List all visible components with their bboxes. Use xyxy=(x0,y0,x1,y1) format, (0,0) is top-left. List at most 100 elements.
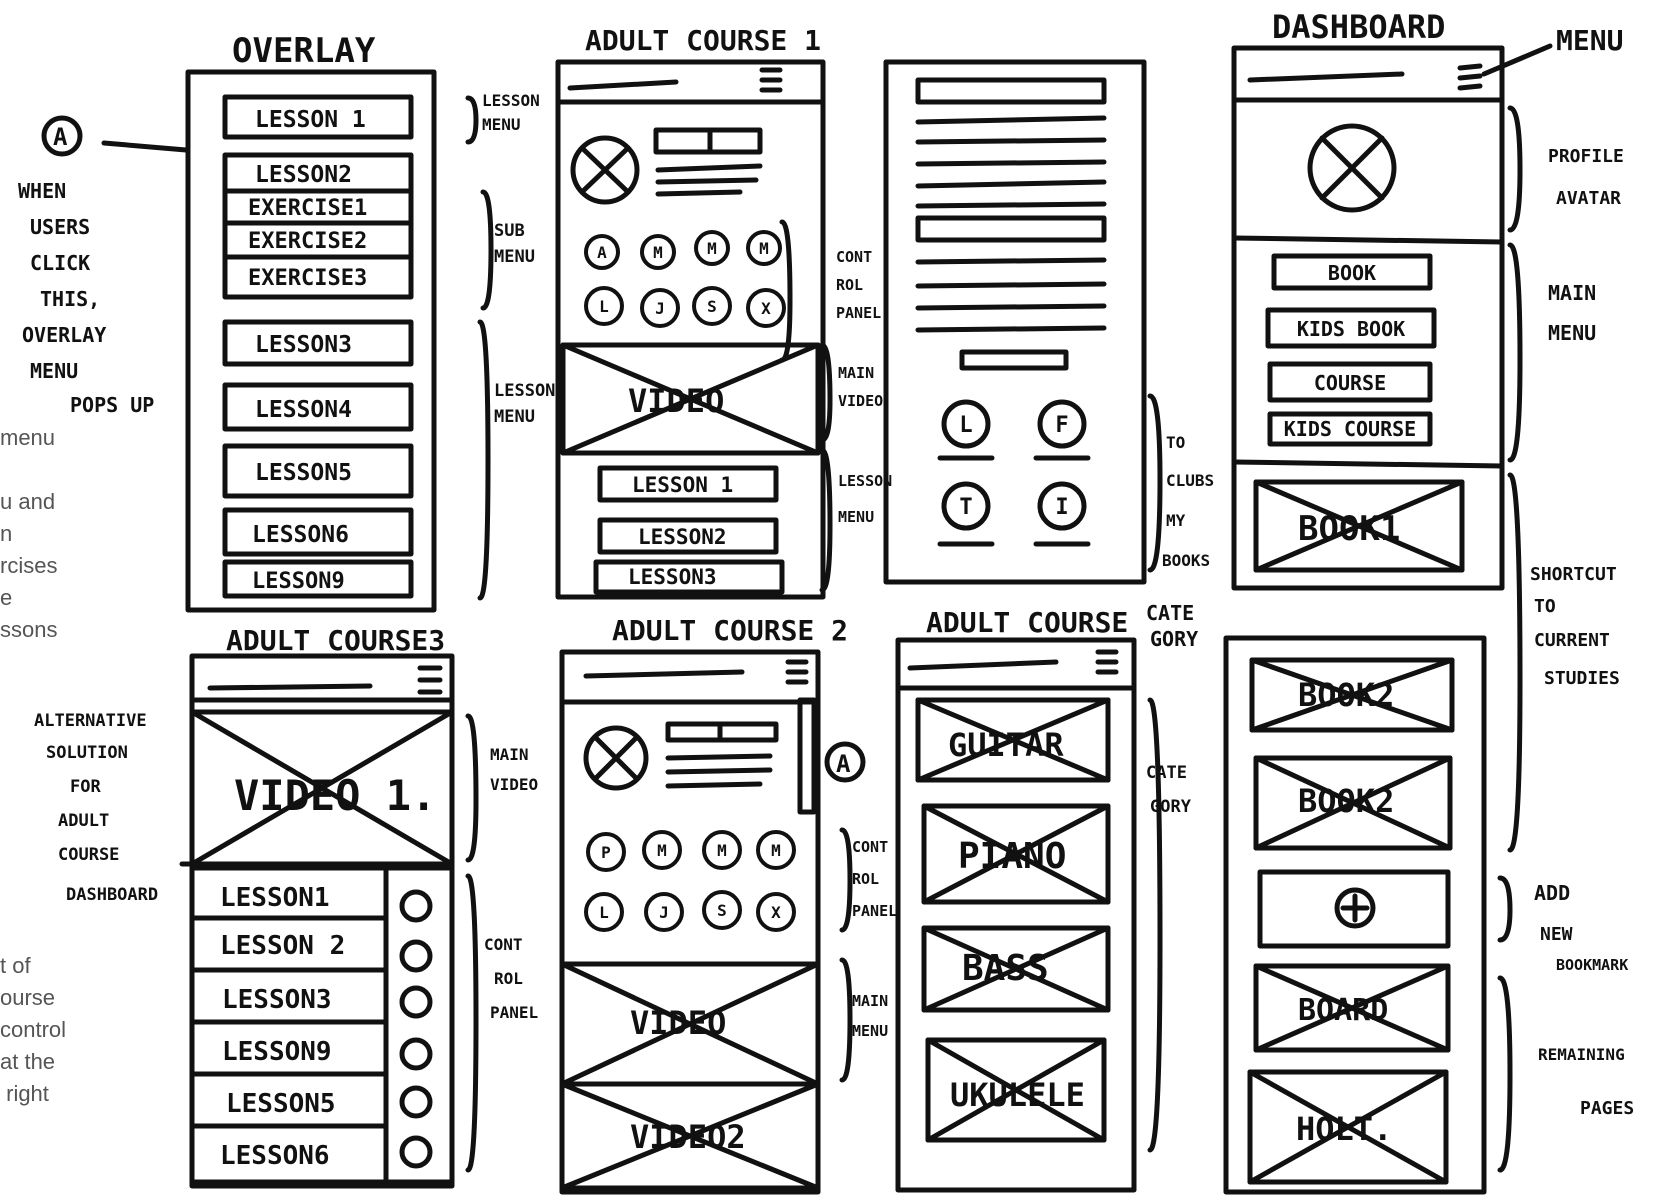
course2-control: S xyxy=(717,901,727,920)
course1-video-label: VIDEO xyxy=(628,382,724,420)
annot-dashboard-shortcut: CURRENT xyxy=(1534,630,1610,651)
overlay-marker-label: A xyxy=(53,123,68,151)
course3-lesson: LESSON6 xyxy=(220,1141,330,1171)
annot-course1-video: VIDEO xyxy=(838,392,883,410)
course1-lesson: LESSON3 xyxy=(628,565,717,589)
annot-dashboard-main-menu: MENU xyxy=(1548,321,1596,345)
dashboard-menu-item: KIDS BOOK xyxy=(1297,317,1405,341)
title-adult-course-3: ADULT COURSE3 xyxy=(226,624,445,657)
annot-dashboard2-add: ADD xyxy=(1534,881,1570,905)
annot-dashboard2-add: BOOKMARK xyxy=(1556,956,1628,974)
annot-dashboard-shortcut: STUDIES xyxy=(1544,668,1620,689)
course2-video-label: VIDEO xyxy=(630,1004,726,1042)
overlay-note-line: OVERLAY xyxy=(22,323,106,347)
course1-control: S xyxy=(707,297,717,316)
overlay-item: LESSON6 xyxy=(252,522,349,548)
course2-control: J xyxy=(659,903,669,922)
annot-lesson-menu: MENU xyxy=(482,115,521,134)
annot-profile-links: CLUBS xyxy=(1166,471,1214,490)
course3-lesson: LESSON3 xyxy=(222,985,332,1015)
course2-video-label: VIDEO2 xyxy=(630,1118,746,1156)
annot-dashboard2-add: NEW xyxy=(1540,924,1573,945)
annot-course2-control: PANEL xyxy=(852,902,897,920)
annot-dashboard2-remaining: REMAINING xyxy=(1538,1045,1625,1064)
annot-category: GORY xyxy=(1150,797,1192,817)
annot-course1-control: PANEL xyxy=(836,304,881,322)
annot-dashboard2-remaining: PAGES xyxy=(1580,1098,1634,1119)
annot-course1-control: CONT xyxy=(836,248,872,266)
overlay-item: LESSON2 xyxy=(255,162,352,188)
course3-note-line: DASHBOARD xyxy=(66,885,158,905)
overlay-item: EXERCISE1 xyxy=(248,196,367,221)
course3-note-line: ALTERNATIVE xyxy=(34,711,147,731)
annot-dashboard-shortcut: SHORTCUT xyxy=(1530,564,1617,585)
title-dashboard: DASHBOARD xyxy=(1272,8,1445,46)
annot-course1-lesson-menu: LESSON xyxy=(838,472,892,490)
course2-control: L xyxy=(599,903,609,922)
title-adult-course-2: ADULT COURSE 2 xyxy=(612,614,848,647)
annot-profile-links: MY xyxy=(1166,511,1186,530)
overlay-item: EXERCISE3 xyxy=(248,266,367,291)
overlay-note-line: WHEN xyxy=(18,179,66,203)
course1-control: M xyxy=(653,243,663,262)
annot-profile-links: BOOKS xyxy=(1162,551,1210,570)
title-adult-course-category: ADULT COURSE xyxy=(926,606,1128,639)
overlay-item: LESSON4 xyxy=(255,397,352,423)
course3-lesson: LESSON9 xyxy=(222,1037,332,1067)
profile-icon-label: F xyxy=(1055,413,1068,438)
overlay-item: LESSON9 xyxy=(252,569,345,594)
annot-course2-main-menu: MAIN xyxy=(852,992,888,1010)
profile-icon-label: L xyxy=(959,413,972,438)
annot-course3-video: MAIN xyxy=(490,745,529,764)
category-label: BASS xyxy=(962,948,1049,989)
course2-control: P xyxy=(601,843,611,862)
title-overlay: OVERLAY xyxy=(232,31,376,71)
overlay-note-line: THIS, xyxy=(40,287,100,311)
annot-profile-links: TO xyxy=(1166,433,1185,452)
course3-note-line: FOR xyxy=(70,777,101,797)
annot-category: CATE xyxy=(1146,763,1187,783)
course1-lesson: LESSON 1 xyxy=(632,473,733,497)
course1-control: L xyxy=(599,297,609,316)
adult-course-1-frame xyxy=(558,62,823,597)
course1-control: M xyxy=(707,239,717,258)
annot-course1-control: ROL xyxy=(836,276,863,294)
annot-sub-menu: MENU xyxy=(494,247,535,267)
course3-note-line: ADULT xyxy=(58,811,109,831)
dashboard2-book-label: BOOK2 xyxy=(1298,676,1394,714)
dashboard-menu-item: COURSE xyxy=(1314,371,1386,395)
annot-course3-control: PANEL xyxy=(490,1003,538,1022)
overlay-item: LESSON5 xyxy=(255,460,352,486)
dashboard2-page-label: BOARD xyxy=(1298,993,1388,1028)
annot-dashboard-main-menu: MAIN xyxy=(1548,281,1596,305)
category-label: PIANO xyxy=(958,836,1066,877)
title-suffix-cate: CATE xyxy=(1146,601,1194,625)
course3-note-line: COURSE xyxy=(58,845,119,865)
course1-control: X xyxy=(761,299,771,318)
course2-marker-label: A xyxy=(836,750,851,778)
category-label: UKULELE xyxy=(950,1076,1085,1114)
overlay-item: LESSON3 xyxy=(255,332,352,358)
annot-course3-control: ROL xyxy=(494,969,523,988)
course1-control: J xyxy=(655,299,665,318)
course3-video-label: VIDEO 1. xyxy=(234,771,436,820)
dashboard-book-label: BOOK1 xyxy=(1298,509,1400,549)
annot-course3-control: CONT xyxy=(484,935,523,954)
course3-lesson: LESSON 2 xyxy=(220,931,345,961)
title-suffix-gory: GORY xyxy=(1150,627,1198,651)
dashboard2-page-label: HOLT. xyxy=(1296,1110,1392,1148)
annot-course1-video: MAIN xyxy=(838,364,874,382)
category-label: GUITAR xyxy=(948,726,1064,764)
course2-control: M xyxy=(657,841,667,860)
annot-lesson-menu-2: LESSON xyxy=(494,381,555,401)
profile-icon-label: I xyxy=(1055,495,1068,520)
course3-note-line: SOLUTION xyxy=(46,743,128,763)
dashboard2-book-label: BOOK2 xyxy=(1298,782,1394,820)
course1-control: A xyxy=(597,243,607,262)
annot-course1-lesson-menu: MENU xyxy=(838,508,874,526)
dashboard-menu-item: BOOK xyxy=(1328,261,1376,285)
overlay-note-line: USERS xyxy=(30,215,90,239)
overlay-note-line: MENU xyxy=(30,359,78,383)
overlay-note-line: POPS UP xyxy=(70,393,154,417)
